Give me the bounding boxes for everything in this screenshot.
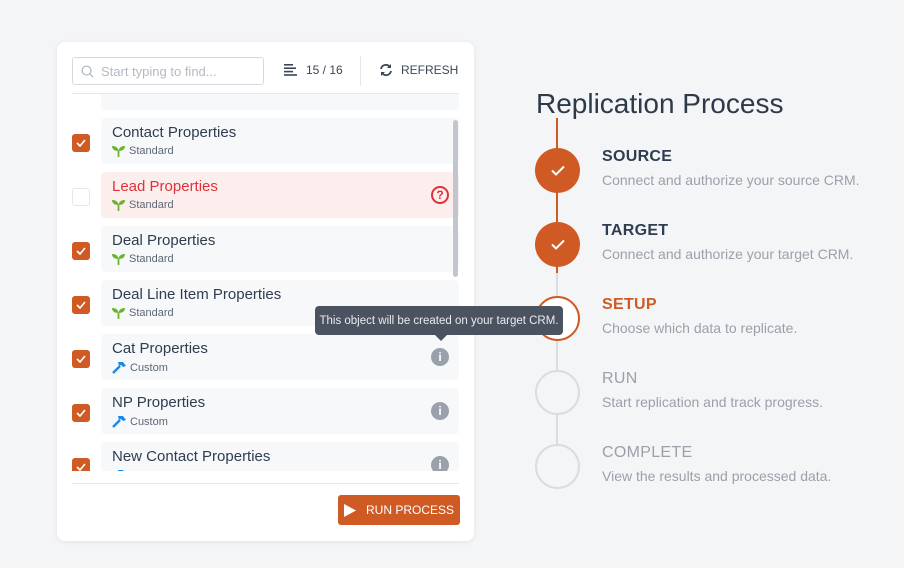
object-name: Lead Properties bbox=[112, 178, 218, 195]
process-step-target: TARGET Connect and authorize your target … bbox=[535, 222, 895, 268]
step-description: Connect and authorize your source CRM. bbox=[602, 172, 860, 188]
step-description: Choose which data to replicate. bbox=[602, 320, 798, 336]
search-input[interactable] bbox=[101, 63, 251, 79]
refresh-icon bbox=[380, 64, 392, 76]
header-divider bbox=[72, 93, 459, 94]
object-checkbox[interactable] bbox=[72, 188, 90, 206]
sprout-icon bbox=[112, 200, 125, 211]
step-title: TARGET bbox=[602, 222, 669, 239]
refresh-button[interactable]: REFRESH bbox=[379, 63, 458, 77]
object-name: Cat Properties bbox=[112, 340, 208, 357]
check-icon bbox=[76, 355, 86, 363]
object-name: Deal Line Item Properties bbox=[112, 286, 282, 303]
progress-line-done bbox=[556, 118, 558, 273]
check-icon bbox=[76, 247, 86, 255]
check-icon bbox=[76, 139, 86, 147]
run-process-button[interactable]: RUN PROCESS bbox=[338, 495, 460, 525]
tooltip: This object will be created on your targ… bbox=[315, 306, 563, 341]
step-indicator bbox=[535, 370, 580, 415]
check-icon bbox=[76, 301, 86, 309]
info-icon[interactable]: i bbox=[431, 402, 449, 420]
step-description: View the results and processed data. bbox=[602, 468, 832, 484]
process-step-source: SOURCE Connect and authorize your source … bbox=[535, 148, 895, 194]
help-icon[interactable]: ? bbox=[431, 186, 449, 204]
selected-count: 15 / 16 bbox=[284, 63, 343, 77]
object-checkbox[interactable] bbox=[72, 134, 90, 152]
hammer-icon bbox=[112, 416, 126, 428]
check-icon bbox=[550, 165, 565, 176]
check-icon bbox=[76, 463, 86, 471]
object-type: Custom bbox=[112, 361, 448, 374]
count-text: 15 / 16 bbox=[306, 63, 343, 77]
object-type: Custom bbox=[112, 415, 448, 428]
sprout-icon bbox=[112, 308, 125, 319]
check-icon bbox=[550, 239, 565, 250]
object-name: Contact Properties bbox=[112, 124, 237, 141]
object-type: Standard bbox=[112, 253, 448, 265]
step-description: Start replication and track progress. bbox=[602, 394, 823, 410]
check-icon bbox=[76, 409, 86, 417]
process-step-setup: SETUP Choose which data to replicate. bbox=[535, 296, 895, 342]
object-name: NP Properties bbox=[112, 394, 206, 411]
step-title: COMPLETE bbox=[602, 444, 693, 461]
search-field[interactable] bbox=[72, 57, 264, 85]
object-type: Custom bbox=[112, 469, 448, 471]
scrollbar[interactable] bbox=[453, 120, 458, 277]
object-selection-panel: 15 / 16 REFRESH StandardContact Properti… bbox=[57, 42, 474, 541]
sprout-icon bbox=[112, 146, 125, 157]
object-type: Standard bbox=[112, 199, 448, 211]
step-indicator bbox=[535, 444, 580, 489]
process-step-run: RUN Start replication and track progress. bbox=[535, 370, 895, 416]
object-checkbox[interactable] bbox=[72, 458, 90, 471]
info-icon[interactable]: i bbox=[431, 456, 449, 471]
hammer-icon bbox=[112, 362, 126, 374]
step-indicator bbox=[535, 148, 580, 193]
object-list-item[interactable]: Standard bbox=[101, 94, 459, 110]
footer-divider bbox=[72, 483, 459, 484]
object-name: Deal Properties bbox=[112, 232, 216, 249]
step-title: SETUP bbox=[602, 296, 657, 313]
search-icon bbox=[81, 64, 94, 78]
sprout-icon bbox=[112, 254, 125, 265]
play-icon bbox=[343, 503, 356, 517]
divider bbox=[360, 56, 361, 86]
object-checkbox[interactable] bbox=[72, 350, 90, 368]
step-description: Connect and authorize your target CRM. bbox=[602, 246, 854, 262]
object-checkbox[interactable] bbox=[72, 242, 90, 260]
step-title: SOURCE bbox=[602, 148, 673, 165]
list-icon bbox=[284, 64, 297, 76]
page-title: Replication Process bbox=[536, 88, 784, 119]
object-name: New Contact Properties bbox=[112, 448, 271, 465]
object-type: Standard bbox=[112, 307, 448, 319]
info-icon[interactable]: i bbox=[431, 348, 449, 366]
object-type: Standard bbox=[112, 145, 448, 157]
object-checkbox[interactable] bbox=[72, 296, 90, 314]
step-title: RUN bbox=[602, 370, 638, 387]
hammer-icon bbox=[118, 470, 124, 471]
step-indicator bbox=[535, 222, 580, 267]
process-step-complete: COMPLETE View the results and processed d… bbox=[535, 444, 895, 490]
object-checkbox[interactable] bbox=[72, 404, 90, 422]
